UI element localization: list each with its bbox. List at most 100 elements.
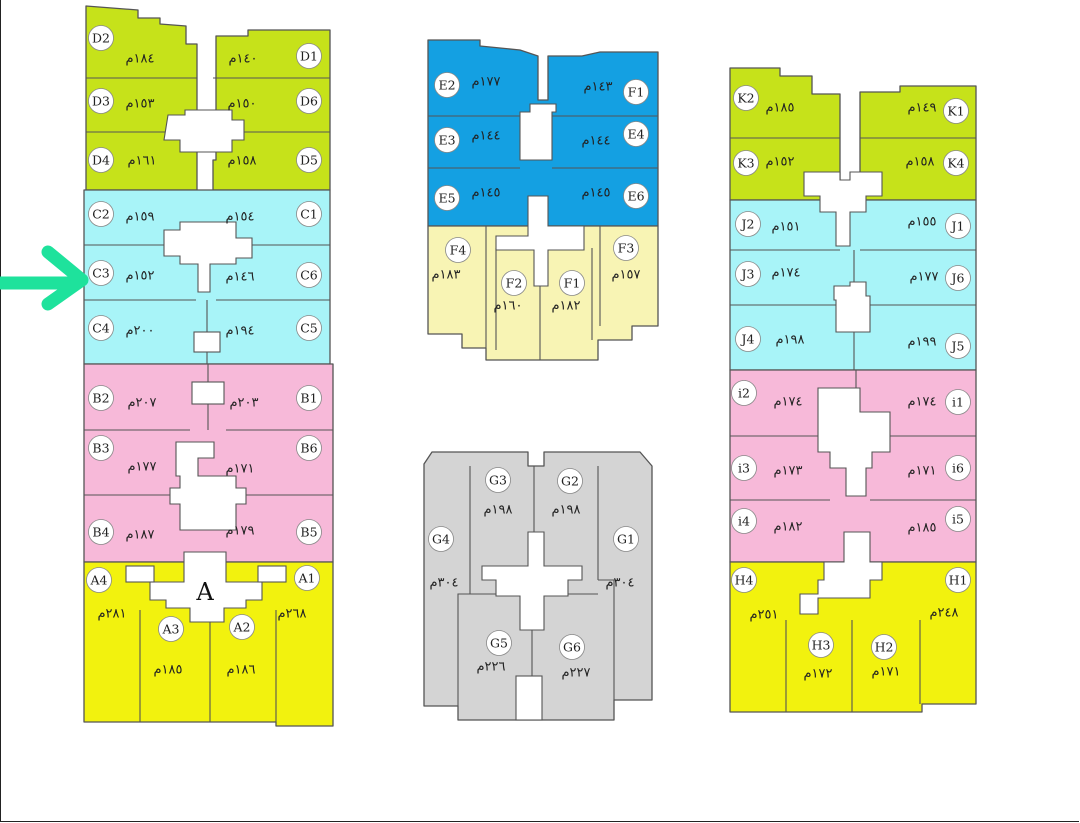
unit-code: J4 [740, 332, 755, 347]
unit-area: ١٥٠م [227, 97, 256, 112]
unit-code: A4 [90, 573, 108, 588]
unit-i3: i3 ١٧٣م [731, 455, 803, 481]
unit-area: ١٧٤م [773, 395, 802, 410]
unit-area: ١٧١م [225, 462, 254, 477]
unit-code: B2 [92, 391, 109, 406]
unit-area: ١٥٢م [125, 269, 154, 284]
unit-badge [945, 567, 971, 593]
unit-code: B1 [300, 391, 317, 406]
unit-code: B6 [300, 441, 317, 456]
unit-badge [731, 455, 757, 481]
unit-code: D1 [300, 49, 318, 64]
unit-code: E5 [438, 191, 455, 206]
unit-code: B4 [92, 525, 109, 540]
unit-badge [428, 526, 454, 552]
unit-badge [559, 634, 585, 660]
unit-code: G1 [617, 532, 635, 547]
core-g-bottom [515, 675, 543, 721]
unit-code: D3 [92, 94, 110, 109]
unit-area: ١٥٤م [225, 210, 254, 225]
unit-area: ١٤٤م [581, 134, 610, 149]
unit-area: ١٤٩م [907, 101, 936, 116]
unit-code: G4 [432, 532, 450, 547]
unit-badge [735, 261, 761, 287]
unit-badge [943, 98, 969, 124]
unit-area: ١٧٢م [803, 667, 832, 682]
unit-area: ١٧٣م [773, 464, 802, 479]
unit-code: J5 [950, 339, 965, 354]
unit-dividers-middle-top [428, 115, 658, 360]
unit-badge [296, 435, 322, 461]
unit-area: ١٤٦م [225, 270, 254, 285]
core-b-lift [191, 381, 225, 405]
unit-area: ١٧٤م [771, 266, 800, 281]
unit-code: G3 [489, 473, 507, 488]
unit-j4: J4 ١٩٨م [735, 326, 805, 352]
unit-badge [613, 235, 639, 261]
unit-area: ٢٠٣م [229, 396, 258, 411]
unit-badge [945, 455, 971, 481]
unit-area: ١٤٣م [583, 80, 612, 95]
unit-badge [501, 270, 527, 296]
unit-area: ١٦٠م [493, 299, 522, 314]
unit-code: E2 [438, 78, 455, 93]
unit-area: ٢٦٨م [277, 607, 306, 622]
unit-code: i3 [738, 461, 750, 476]
unit-area: ١٩٨م [775, 333, 804, 348]
unit-b1: B1 ٢٠٣م [229, 385, 322, 411]
unit-area: ١٥١م [771, 220, 800, 235]
unit-area: ١٨٥م [765, 101, 794, 116]
unit-code: J2 [740, 217, 755, 232]
unit-badge [945, 265, 971, 291]
unit-b6: B6 ١٧١م [225, 435, 322, 477]
unit-area: ١٧١م [907, 464, 936, 479]
unit-badge [735, 211, 761, 237]
core-a-right [257, 565, 287, 583]
unit-badge [88, 315, 114, 341]
arrow-head [41, 245, 89, 311]
unit-code: B3 [92, 441, 109, 456]
unit-k1: K1 ١٤٩م [907, 98, 969, 124]
unit-badge [557, 468, 583, 494]
unit-badge [733, 85, 759, 111]
unit-code: E6 [627, 189, 644, 204]
unit-badge [88, 260, 114, 286]
unit-area: ١٨٦م [226, 663, 255, 678]
unit-badge [731, 567, 757, 593]
unit-area: ١٦١م [127, 154, 156, 169]
unit-code: D2 [92, 31, 110, 46]
unit-code: K1 [947, 104, 964, 119]
unit-code: K3 [737, 156, 754, 171]
unit-badge [623, 121, 649, 147]
unit-code: H1 [949, 573, 968, 588]
unit-code: G5 [490, 636, 508, 651]
unit-badge [434, 185, 460, 211]
unit-area: ٢٠٧م [127, 396, 156, 411]
unit-area: ٢٢٧م [561, 666, 590, 681]
unit-code: C6 [300, 268, 318, 283]
unit-badge [229, 614, 255, 640]
unit-code: K4 [947, 156, 964, 171]
core-c-lift [193, 331, 221, 353]
